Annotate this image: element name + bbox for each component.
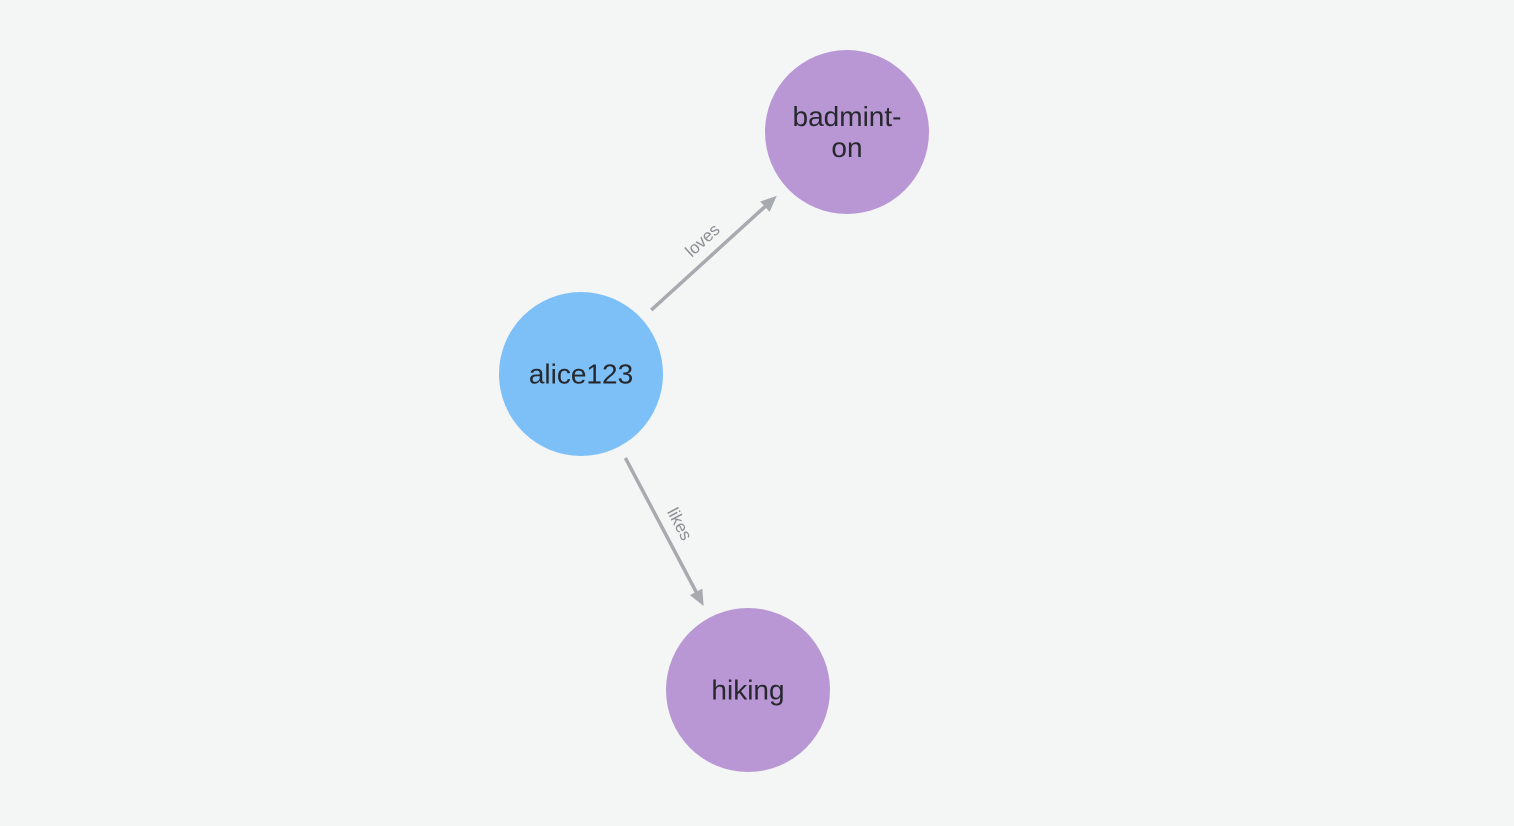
edge-line-loves[interactable] xyxy=(650,201,771,312)
edge-arrowhead-icon xyxy=(760,195,777,212)
node-badminton[interactable]: badmint-on xyxy=(765,50,929,214)
edge-label: loves xyxy=(681,220,723,261)
edge-arrowhead-icon xyxy=(689,588,704,607)
node-circle-alice123[interactable] xyxy=(499,292,663,456)
node-alice123[interactable]: alice123 xyxy=(499,292,663,456)
edge-loves[interactable]: loves xyxy=(650,195,777,312)
edge-line-likes[interactable] xyxy=(623,457,701,599)
node-circle-hiking[interactable] xyxy=(666,608,830,772)
edge-likes[interactable]: likes xyxy=(623,457,704,607)
node-hiking[interactable]: hiking xyxy=(666,608,830,772)
node-circle-badminton[interactable] xyxy=(765,50,929,214)
